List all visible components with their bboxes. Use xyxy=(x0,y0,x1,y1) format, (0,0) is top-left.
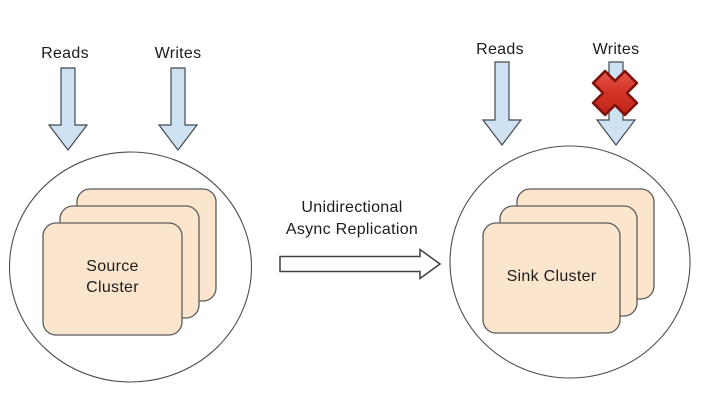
sink-cluster-stack xyxy=(482,188,655,334)
reads-arrow-icon-left xyxy=(47,67,89,151)
replication-right-arrow-icon xyxy=(279,248,442,280)
writes-blocked-x-icon xyxy=(591,69,639,117)
writes-label-right: Writes xyxy=(592,41,640,58)
source-cluster-stack xyxy=(42,188,217,336)
replication-label-line1: Unidirectional xyxy=(301,199,403,216)
source-cluster-label-line1: Source xyxy=(86,258,139,275)
writes-label-left: Writes xyxy=(154,45,202,62)
reads-label-right: Reads xyxy=(476,41,524,58)
source-cluster-label: Source Cluster xyxy=(43,256,182,298)
stacked-node-rect-front xyxy=(482,222,621,334)
sink-cluster-label: Sink Cluster xyxy=(506,268,597,285)
writes-arrow-icon-left xyxy=(157,67,199,151)
source-cluster-label-line2: Cluster xyxy=(86,279,139,296)
stacked-node-rect-front xyxy=(42,222,183,336)
replication-label: Unidirectional Async Replication xyxy=(262,197,442,241)
reads-arrow-icon-right xyxy=(481,61,523,146)
replication-label-line2: Async Replication xyxy=(285,221,419,238)
reads-label-left: Reads xyxy=(41,45,89,62)
